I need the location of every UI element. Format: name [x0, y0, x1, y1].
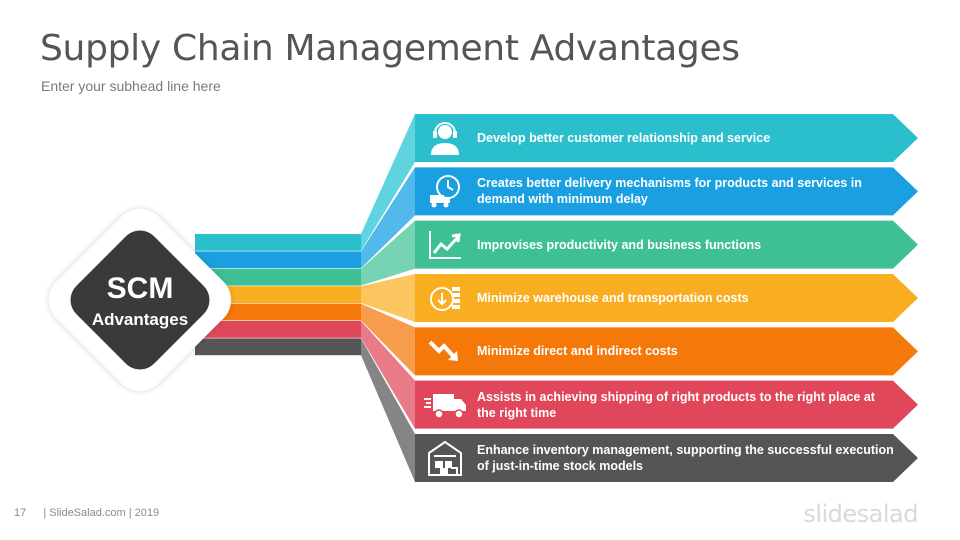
- arrow-row: [415, 433, 918, 482]
- warehouse-icon: [420, 434, 470, 482]
- decline-arrow-icon: [420, 327, 470, 375]
- connector-strip: [195, 268, 361, 286]
- delivery-clock-icon: [420, 167, 470, 215]
- arrow-row: [415, 167, 918, 216]
- slide-subtitle: Enter your subhead line here: [41, 78, 221, 94]
- advantage-text: Minimize warehouse and transportation co…: [477, 290, 749, 305]
- arrow-row: [415, 220, 918, 269]
- fan-band: [361, 338, 415, 482]
- connector-strip: [195, 286, 361, 303]
- hub-inner: [70, 230, 210, 370]
- hub-subtitle: Advantages: [91, 310, 189, 329]
- growth-chart-icon: [420, 221, 470, 269]
- coins-icon: [420, 274, 470, 322]
- arrow-row: [415, 273, 918, 322]
- customer-support-icon: [420, 114, 470, 162]
- fan-band: [361, 114, 415, 251]
- connector-strip: [195, 338, 361, 356]
- fan-band: [361, 273, 415, 322]
- page-number: 17: [14, 507, 27, 519]
- advantage-text: Improvises productivity and business fun…: [477, 237, 762, 252]
- advantage-text: Assists in achieving shipping of right p…: [477, 389, 875, 420]
- connector-strip: [195, 234, 361, 251]
- footer-source: | SlideSalad.com | 2019: [43, 507, 160, 519]
- connector-strip: [195, 321, 361, 338]
- advantage-text: Develop better customer relationship and…: [477, 131, 771, 145]
- advantage-text: Minimize direct and indirect costs: [477, 344, 678, 359]
- footer: 17 | SlideSalad.com | 2019: [14, 507, 159, 519]
- advantage-text: Enhance inventory management, supporting…: [477, 442, 894, 473]
- arrow-row: [415, 380, 918, 429]
- fan-band: [361, 220, 415, 286]
- hub-title: SCM: [106, 272, 174, 305]
- slide-title: Supply Chain Management Advantages: [40, 28, 740, 69]
- truck-icon: [420, 381, 470, 429]
- arrow-row: [415, 114, 918, 162]
- fan-band: [361, 321, 415, 429]
- connector-strip: [195, 251, 361, 269]
- advantage-text: Creates better delivery mechanisms for p…: [477, 176, 862, 207]
- connector-strip: [195, 303, 361, 321]
- slidesalad-logo: slidesalad: [803, 500, 918, 528]
- fan-band: [361, 303, 415, 376]
- arrow-row: [415, 327, 918, 376]
- fan-band: [361, 167, 415, 269]
